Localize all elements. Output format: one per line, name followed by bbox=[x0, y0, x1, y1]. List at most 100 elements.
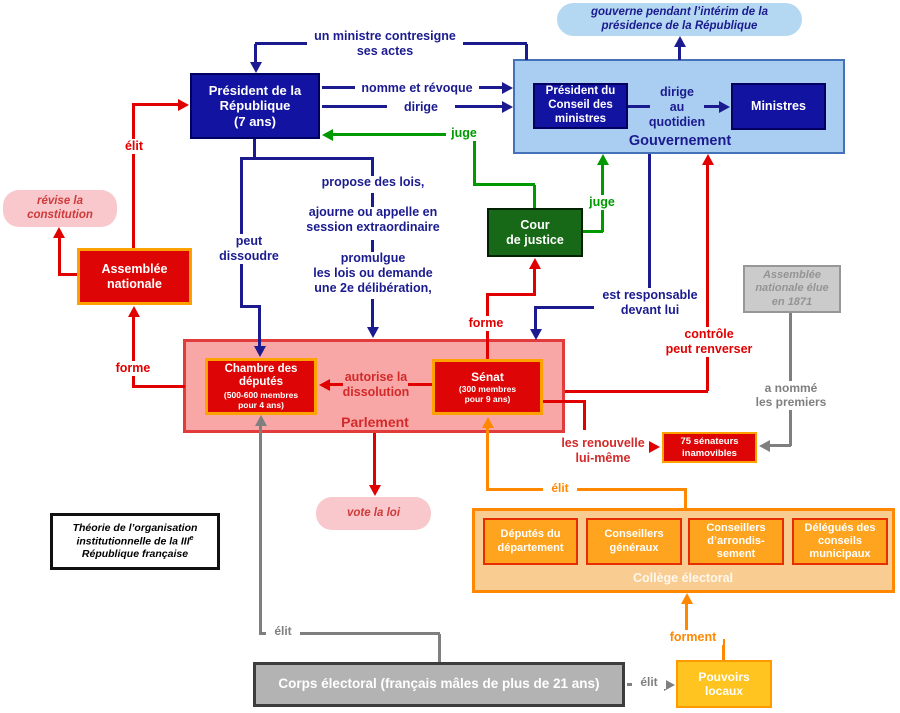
senateurs-inamovibles-box: 75 sénateurs inamovibles bbox=[662, 432, 757, 463]
arrowhead-down bbox=[254, 346, 266, 357]
autorise-label: autorise la dissolution bbox=[342, 370, 410, 399]
arrowhead-up bbox=[255, 415, 267, 426]
deputes-departement-box: Députés du département bbox=[483, 518, 578, 565]
senat-title: Sénat bbox=[471, 369, 504, 384]
elit-chambre-label: élit bbox=[266, 624, 300, 639]
line-segment bbox=[789, 313, 792, 446]
line-segment bbox=[333, 133, 476, 136]
line-segment bbox=[722, 639, 725, 662]
line-segment bbox=[583, 230, 603, 233]
propose-label: propose des lois, bbox=[321, 175, 425, 189]
est-responsable-label: est responsable devant lui bbox=[594, 288, 706, 318]
arrowhead-up bbox=[681, 593, 693, 604]
juge-gouvernement-label: juge bbox=[584, 195, 620, 210]
arrowhead-up bbox=[674, 36, 686, 47]
dirige-label: dirige bbox=[387, 100, 455, 115]
arrowhead-left bbox=[759, 440, 770, 452]
arrowhead-down bbox=[367, 327, 379, 338]
line-segment bbox=[543, 400, 585, 403]
chambre-deputes-box: Chambre des députés (500-600 membres pou… bbox=[205, 358, 317, 415]
line-segment bbox=[685, 603, 688, 641]
arrowhead-right bbox=[664, 679, 675, 691]
elit-senat-label: élit bbox=[543, 481, 577, 496]
line-segment bbox=[704, 105, 719, 108]
president-republique-box: Président de la République (7 ans) bbox=[190, 73, 320, 139]
line-segment bbox=[473, 135, 476, 185]
arrowhead-right bbox=[502, 101, 513, 113]
ministres-box: Ministres bbox=[731, 83, 826, 130]
line-segment bbox=[132, 103, 180, 106]
cour-justice-box: Cour de justice bbox=[487, 208, 583, 257]
arrowhead-down bbox=[250, 62, 262, 73]
line-segment bbox=[240, 305, 261, 308]
ajourne-label: ajourne ou appelle en session extraordin… bbox=[306, 205, 440, 234]
parlement-label: Parlement bbox=[341, 414, 409, 430]
line-segment bbox=[473, 183, 535, 186]
line-segment bbox=[565, 390, 708, 393]
forme-assemblee-label: forme bbox=[110, 361, 156, 376]
line-segment bbox=[58, 237, 61, 276]
line-segment bbox=[371, 193, 374, 207]
arrowhead-right bbox=[649, 441, 660, 453]
senat-sub: (300 membres pour 9 ans) bbox=[458, 384, 517, 405]
assemblee-1871-box: Assemblée nationale élue en 1871 bbox=[743, 265, 841, 313]
arrowhead-left bbox=[319, 379, 330, 391]
arrowhead-up bbox=[53, 227, 65, 238]
arrowhead-up bbox=[482, 417, 494, 428]
elit-president-label: élit bbox=[116, 139, 152, 154]
chambre-sub: (500-600 membres pour 4 ans) bbox=[223, 390, 299, 411]
elit-pouvoirs-label: élit bbox=[632, 675, 666, 690]
line-segment bbox=[132, 316, 135, 388]
line-segment bbox=[259, 426, 262, 634]
promulgue-label: promulgue les lois ou demande une 2e dél… bbox=[313, 251, 433, 295]
arrowhead-up bbox=[128, 306, 140, 317]
arrowhead-down bbox=[530, 329, 542, 340]
line-segment bbox=[132, 103, 135, 248]
line-segment bbox=[258, 305, 261, 346]
line-segment bbox=[628, 105, 650, 108]
arrowhead-right bbox=[502, 82, 513, 94]
line-segment bbox=[371, 240, 374, 252]
contresigne-label: un ministre contresigne ses actes bbox=[307, 29, 463, 59]
line-segment bbox=[706, 165, 709, 391]
juge-president-label: juge bbox=[446, 126, 482, 141]
arrowhead-up bbox=[702, 154, 714, 165]
a-nomme-label: a nommé les premiers bbox=[746, 381, 836, 410]
line-segment bbox=[408, 383, 433, 386]
chambre-title: Chambre des députés bbox=[224, 362, 298, 389]
line-segment bbox=[240, 157, 243, 307]
arrowhead-right bbox=[719, 101, 730, 113]
conseillers-arrondissement-box: Conseillers d’arrondis- sement bbox=[688, 518, 784, 565]
line-segment bbox=[371, 157, 374, 176]
line-segment bbox=[486, 293, 536, 296]
line-segment bbox=[534, 306, 537, 330]
title-line1: Théorie de l’organisation bbox=[72, 522, 198, 535]
interim-bubble: gouverne pendant l’intérim de la préside… bbox=[557, 3, 802, 36]
line-segment bbox=[259, 632, 440, 635]
line-segment bbox=[240, 157, 374, 160]
delegues-municipaux-box: Délégués des conseils municipaux bbox=[792, 518, 888, 565]
line-segment bbox=[329, 383, 343, 386]
line-segment bbox=[373, 433, 376, 485]
pouvoirs-locaux-box: Pouvoirs locaux bbox=[676, 660, 772, 708]
senat-box: Sénat (300 membres pour 9 ans) bbox=[432, 359, 543, 415]
assemblee-nationale-box: Assemblée nationale bbox=[77, 248, 192, 305]
arrowhead-right bbox=[178, 99, 189, 111]
line-segment bbox=[132, 385, 185, 388]
line-segment bbox=[769, 444, 791, 447]
line-segment bbox=[525, 44, 528, 60]
line-segment bbox=[583, 400, 586, 430]
corps-electoral-box: Corps électoral (français mâles de plus … bbox=[253, 662, 625, 707]
dirige-quotidien-label: dirige au quotidien bbox=[648, 85, 706, 129]
title-box: Théorie de l’organisation institutionnel… bbox=[50, 513, 220, 570]
line-segment bbox=[58, 273, 78, 276]
line-segment bbox=[684, 490, 687, 509]
title-line3: République française bbox=[81, 548, 189, 561]
line-segment bbox=[534, 306, 651, 309]
revise-constitution-bubble: révise la constitution bbox=[3, 190, 117, 227]
line-segment bbox=[254, 44, 257, 64]
controle-label: contrôle peut renverser bbox=[656, 327, 762, 357]
line-segment bbox=[371, 299, 374, 328]
vote-la-loi-bubble: vote la loi bbox=[316, 497, 431, 530]
